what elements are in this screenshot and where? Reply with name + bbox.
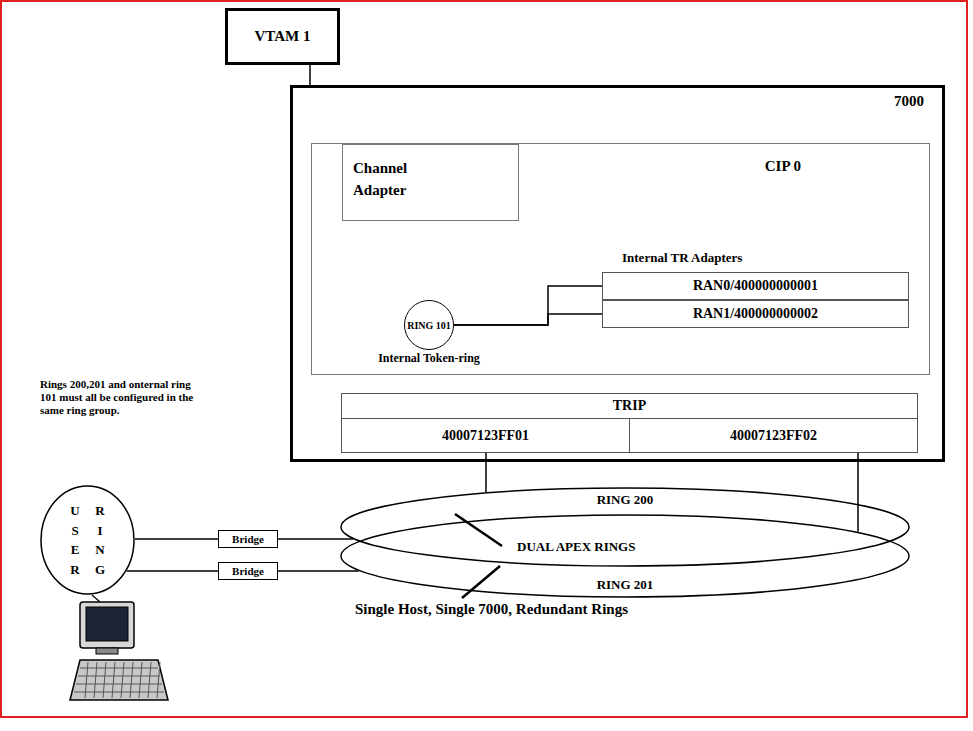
node-text: Channel Adapter (353, 157, 463, 201)
caption: Single Host, Single 7000, Redundant Ring… (355, 601, 628, 618)
computer-link (92, 595, 100, 602)
mac-address-cell: 40007123FF02 (630, 418, 917, 453)
node-text: USER (69, 501, 82, 579)
bridge-box: Bridge (218, 530, 278, 548)
node-text: Bridge (232, 565, 264, 577)
monitor-case (80, 602, 134, 648)
ring-outline (41, 486, 134, 594)
mac-address-cell: 40007123FF01 (342, 418, 630, 453)
computer-icon (70, 595, 168, 700)
connector-line (127, 570, 218, 572)
node-text: RING (94, 501, 107, 579)
keyboard-keys (74, 662, 164, 698)
node-text: CIP 0 (765, 158, 801, 175)
connector-line (309, 65, 311, 85)
host-box: VTAM 1 (225, 8, 340, 65)
node-text: 40007123FF02 (730, 428, 817, 444)
group-heading: Internal TR Adapters (622, 250, 742, 266)
node-text: 7000 (894, 93, 924, 110)
channel-processor: CIP 0 Channel AdapterRING 101Internal Tok… (311, 143, 930, 375)
trip-panel: TRIP 40007123FF01 40007123FF02 (341, 393, 918, 453)
node-text: Bridge (232, 533, 264, 545)
adapter-box: RAN1/400000000002 (602, 300, 909, 328)
connector-line (485, 453, 487, 492)
node-text: 40007123FF01 (442, 428, 529, 444)
connector-line (135, 538, 218, 540)
user-ring: USER RING (40, 485, 135, 595)
adapter-box: RAN0/400000000001 (602, 272, 909, 300)
connector-line (857, 453, 859, 532)
ring-outline (341, 515, 909, 597)
node-text: RING 101 (404, 300, 454, 350)
node-text: RING 200 (340, 492, 910, 508)
node-text: Internal Token-ring (364, 351, 494, 366)
keyboard (70, 660, 168, 700)
node-text: TRIP (342, 398, 917, 414)
router-chassis: 7000CIP 0Channel AdapterRING 101Internal… (290, 85, 945, 462)
connector-line (278, 538, 353, 540)
node-text: RAN0/400000000001 (693, 278, 818, 294)
frame-border (1, 1, 967, 717)
bridge-box: Bridge (218, 562, 278, 580)
node-text: VTAM 1 (255, 28, 311, 45)
node-text: RING 201 (340, 577, 910, 593)
connector-line (278, 570, 359, 572)
monitor-screen (86, 607, 128, 641)
channel-adapter-box: Channel Adapter (342, 144, 519, 221)
connector-line (454, 286, 602, 325)
ring-outline (40, 485, 135, 595)
monitor-stand (96, 648, 118, 654)
connector-line (454, 314, 602, 325)
internal-ring: RING 101Internal Token-ring (364, 300, 494, 370)
token-ring: RING 201 (340, 514, 910, 598)
ring-pair-label: DUAL APEX RINGS (515, 539, 637, 555)
node-text: RAN1/400000000002 (693, 306, 818, 322)
note-text: Rings 200,201 and onternal ring 101 must… (40, 378, 195, 417)
